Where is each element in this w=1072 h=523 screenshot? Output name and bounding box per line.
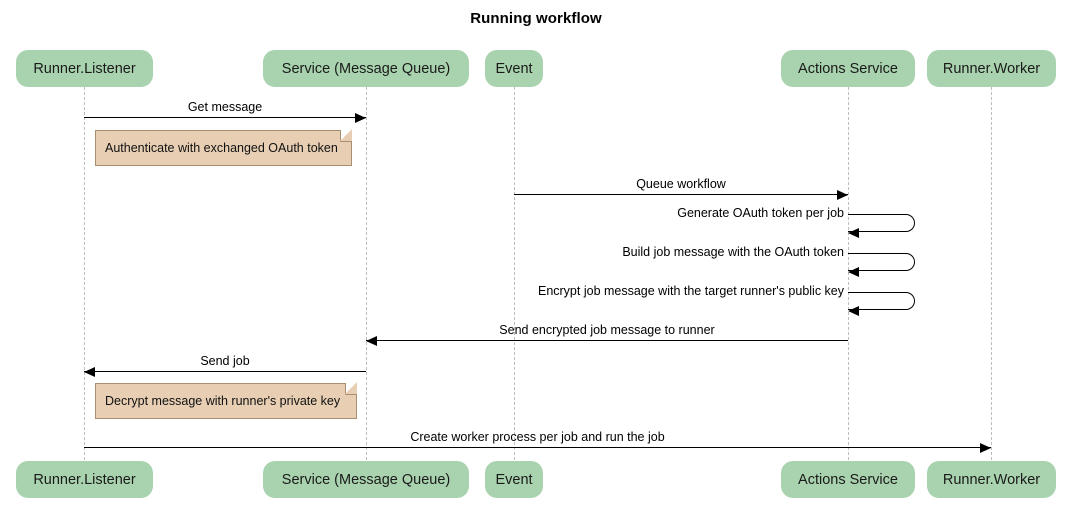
message-label-get-message: Get message bbox=[187, 100, 263, 114]
self-loop-arrowhead-encrypt-job-message bbox=[848, 305, 859, 316]
authenticate-note: Authenticate with exchanged OAuth token bbox=[95, 129, 352, 166]
message-arrowhead-get-message bbox=[355, 112, 366, 123]
note-fold-icon bbox=[340, 129, 352, 142]
message-line-get-message[interactable] bbox=[84, 117, 366, 118]
self-loop-arrowhead-generate-oauth-token bbox=[848, 227, 859, 238]
participant-bottom-runner-worker[interactable]: Runner.Worker bbox=[927, 461, 1056, 498]
self-loop-build-job-message[interactable] bbox=[848, 253, 915, 271]
message-label-send-encrypted-job-message: Send encrypted job message to runner bbox=[499, 323, 715, 337]
lifeline-event bbox=[514, 87, 515, 460]
message-line-send-encrypted-job-message[interactable] bbox=[366, 340, 848, 341]
participant-label: Runner.Worker bbox=[942, 60, 1041, 77]
message-label-send-job: Send job bbox=[200, 354, 250, 368]
participant-label: Runner.Listener bbox=[33, 471, 136, 488]
participant-label: Event bbox=[495, 60, 533, 77]
lifeline-runner-worker bbox=[991, 87, 992, 460]
participant-label: Runner.Listener bbox=[33, 60, 136, 77]
participant-top-runner-listener[interactable]: Runner.Listener bbox=[16, 50, 153, 87]
message-label-create-worker-process: Create worker process per job and run th… bbox=[410, 430, 665, 444]
participant-label: Actions Service bbox=[798, 60, 898, 77]
participant-label: Runner.Worker bbox=[942, 471, 1041, 488]
participant-bottom-service-message-queue[interactable]: Service (Message Queue) bbox=[263, 461, 469, 498]
message-line-queue-workflow[interactable] bbox=[514, 194, 848, 195]
self-loop-arrowhead-build-job-message bbox=[848, 266, 859, 277]
participant-label: Actions Service bbox=[798, 471, 898, 488]
lifeline-service-message-queue bbox=[366, 87, 367, 460]
message-line-send-job[interactable] bbox=[84, 371, 366, 372]
self-loop-generate-oauth-token[interactable] bbox=[848, 214, 915, 232]
message-arrowhead-send-job bbox=[84, 366, 95, 377]
note-text: Authenticate with exchanged OAuth token bbox=[105, 141, 338, 155]
participant-bottom-actions-service[interactable]: Actions Service bbox=[781, 461, 915, 498]
participant-top-event[interactable]: Event bbox=[485, 50, 543, 87]
participant-label: Service (Message Queue) bbox=[281, 471, 451, 488]
participant-top-actions-service[interactable]: Actions Service bbox=[781, 50, 915, 87]
message-line-create-worker-process[interactable] bbox=[84, 447, 991, 448]
note-text: Decrypt message with runner's private ke… bbox=[105, 394, 341, 408]
decrypt-note: Decrypt message with runner's private ke… bbox=[95, 382, 357, 419]
self-loop-label-build-job-message: Build job message with the OAuth token bbox=[622, 245, 844, 259]
participant-label: Service (Message Queue) bbox=[281, 60, 451, 77]
note-fold-icon bbox=[345, 382, 357, 395]
participant-label: Event bbox=[495, 471, 533, 488]
self-loop-encrypt-job-message[interactable] bbox=[848, 292, 915, 310]
message-arrowhead-send-encrypted-job-message bbox=[366, 335, 377, 346]
self-loop-label-encrypt-job-message: Encrypt job message with the target runn… bbox=[537, 284, 844, 298]
message-arrowhead-create-worker-process bbox=[980, 442, 991, 453]
participant-bottom-runner-listener[interactable]: Runner.Listener bbox=[16, 461, 153, 498]
participant-bottom-event[interactable]: Event bbox=[485, 461, 543, 498]
participant-top-service-message-queue[interactable]: Service (Message Queue) bbox=[263, 50, 469, 87]
message-arrowhead-queue-workflow bbox=[837, 189, 848, 200]
message-label-queue-workflow: Queue workflow bbox=[636, 177, 726, 191]
page-title: Running workflow bbox=[470, 10, 602, 27]
participant-top-runner-worker[interactable]: Runner.Worker bbox=[927, 50, 1056, 87]
lifeline-runner-listener bbox=[84, 87, 85, 460]
self-loop-label-generate-oauth-token: Generate OAuth token per job bbox=[677, 206, 844, 220]
